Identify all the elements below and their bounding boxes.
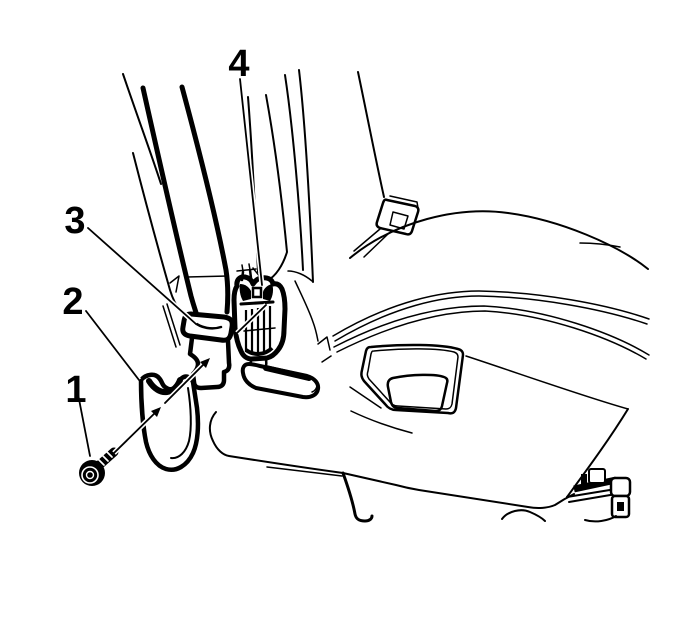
callout-4-label: 4 [228,43,249,85]
seat-back-outline [122,69,385,313]
callout-2-label: 2 [62,281,83,323]
callout-1-label: 1 [65,369,86,411]
leader-1 [77,393,91,457]
seat-belt-webbing [140,84,231,319]
leader-4 [239,78,263,286]
callout-labels: 1 2 3 4 [62,43,249,411]
handle-recess [360,343,465,415]
callout-leaders [75,78,265,457]
belt-latch-buckle [353,195,420,258]
anchor-bolt [79,447,119,486]
arrowhead-cover [151,407,161,417]
connector-pin [617,502,624,511]
callout-3-label: 3 [64,200,85,242]
seat-cushion-outline [162,210,649,348]
bolt-axis-line [112,303,268,455]
seat-track-rail [566,468,632,523]
leader-2 [85,310,140,381]
rail-connector-upper [609,476,632,498]
rail-block [581,474,587,485]
leader-3 [87,227,197,325]
rail-bracket [588,468,606,484]
buckle-pretensioner [231,268,288,377]
anchor-opening-cover [138,372,201,472]
arrowhead-anchor [200,358,210,368]
side-trim-panel [208,290,650,523]
recliner-handle [240,362,321,400]
